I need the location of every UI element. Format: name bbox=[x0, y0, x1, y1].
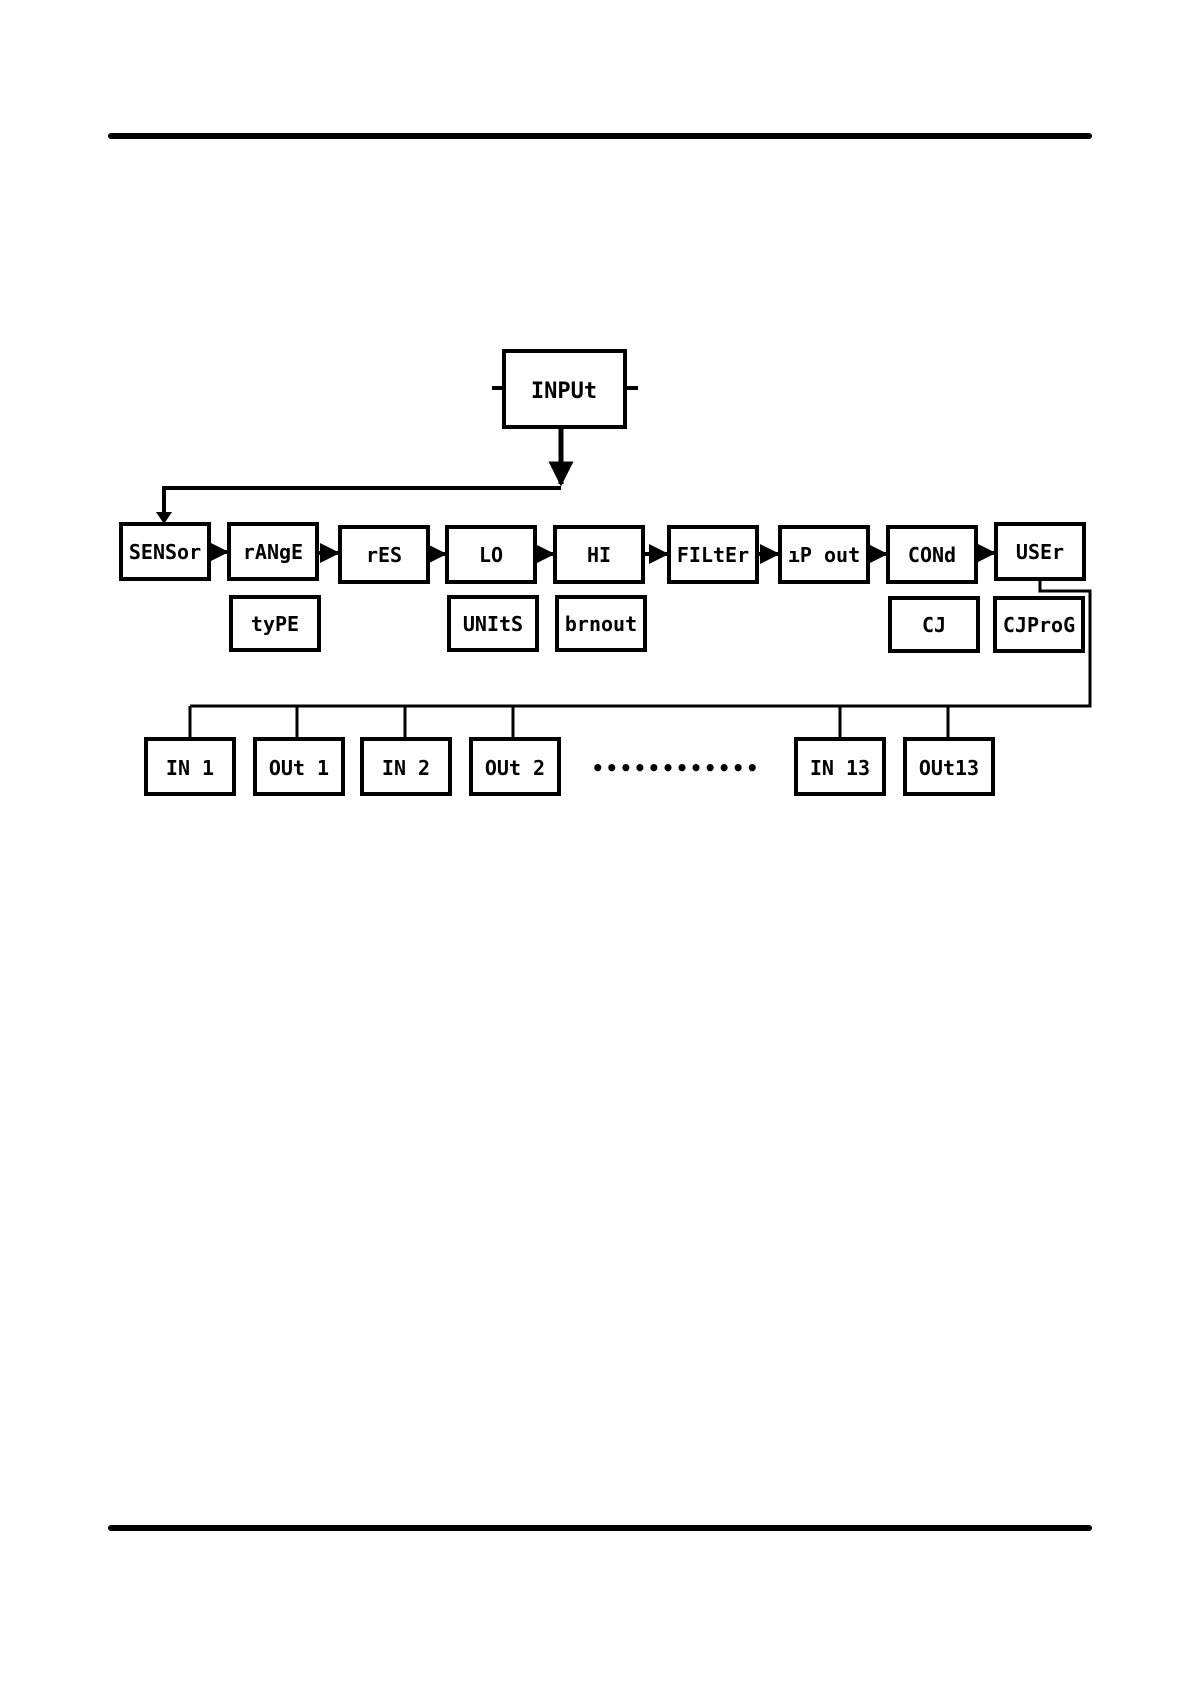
node-in-1: IN 1 bbox=[146, 739, 234, 794]
node-in-2-label: IN 2 bbox=[382, 756, 430, 780]
node-units-label: UNItS bbox=[463, 612, 523, 636]
node-type: tyPE bbox=[231, 597, 319, 650]
node-cond: CONd bbox=[888, 527, 976, 582]
node-user: USEr bbox=[996, 524, 1084, 579]
node-lo-label: LO bbox=[479, 543, 503, 567]
node-type-label: tyPE bbox=[251, 612, 299, 636]
node-out-2-label: OUt 2 bbox=[485, 756, 545, 780]
node-filter: FILtEr bbox=[669, 527, 757, 582]
node-out-13-label: OUt13 bbox=[919, 756, 979, 780]
node-hi: HI bbox=[555, 527, 643, 582]
sub-options: tyPE UNItS brnout CJ CJProG bbox=[231, 597, 1083, 651]
node-filter-label: FILtEr bbox=[677, 543, 749, 567]
main-chain: SENSor rANgE rES LO HI FILtEr ıP out CO bbox=[121, 524, 1084, 582]
user-points: IN 1 OUt 1 IN 2 OUt 2 •••••••••••• IN 13… bbox=[146, 739, 993, 794]
node-cond-label: CONd bbox=[908, 543, 956, 567]
node-res-label: rES bbox=[366, 543, 402, 567]
node-cj-label: CJ bbox=[922, 613, 946, 637]
node-brnout: brnout bbox=[557, 597, 645, 650]
node-in-1-label: IN 1 bbox=[166, 756, 214, 780]
node-out-2: OUt 2 bbox=[471, 739, 559, 794]
node-brnout-label: brnout bbox=[565, 612, 637, 636]
ellipsis-dots: •••••••••••• bbox=[592, 756, 761, 780]
node-sensor-label: SENSor bbox=[129, 540, 201, 564]
node-in-13-label: IN 13 bbox=[810, 756, 870, 780]
node-hi-label: HI bbox=[587, 543, 611, 567]
node-range: rANgE bbox=[229, 524, 317, 579]
node-cjprog: CJProG bbox=[995, 598, 1083, 651]
node-ip-out: ıP out bbox=[780, 527, 868, 582]
node-in-2: IN 2 bbox=[362, 739, 450, 794]
node-sensor: SENSor bbox=[121, 524, 209, 579]
node-units: UNItS bbox=[449, 597, 537, 650]
node-range-label: rANgE bbox=[243, 540, 303, 564]
node-cjprog-label: CJProG bbox=[1003, 613, 1075, 637]
node-user-label: USEr bbox=[1016, 540, 1064, 564]
node-out-1-label: OUt 1 bbox=[269, 756, 329, 780]
node-out-13: OUt13 bbox=[905, 739, 993, 794]
node-input-label: INPUt bbox=[531, 379, 597, 404]
node-out-1: OUt 1 bbox=[255, 739, 343, 794]
node-ip-out-label: ıP out bbox=[788, 543, 860, 567]
node-cj: CJ bbox=[890, 598, 978, 651]
node-lo: LO bbox=[447, 527, 535, 582]
node-res: rES bbox=[340, 527, 428, 582]
node-input: INPUt bbox=[492, 351, 638, 427]
node-in-13: IN 13 bbox=[796, 739, 884, 794]
root-connector bbox=[156, 427, 561, 524]
